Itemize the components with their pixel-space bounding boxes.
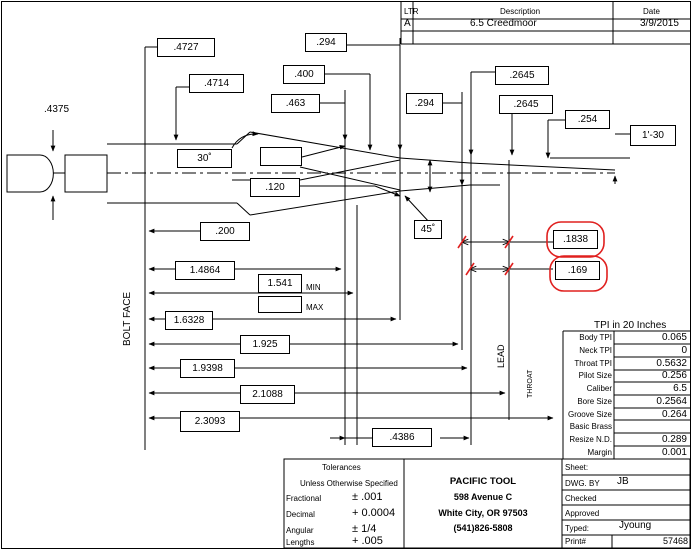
rev-description: 6.5 Creedmoor: [470, 18, 537, 29]
tolerance-row-value: ± .001: [352, 491, 383, 503]
dim-294-top: .294: [305, 33, 347, 52]
dim-14864: 1.4864: [175, 261, 235, 280]
dim-30deg: 30˚: [177, 149, 232, 168]
approved-label: Approved: [565, 509, 600, 518]
max-label: MAX: [306, 303, 324, 312]
print-value: 57468: [662, 536, 688, 546]
dim-4375: .4375: [44, 104, 70, 115]
tpi-row-value: 0.264: [661, 409, 687, 420]
dim-463: .463: [271, 94, 320, 113]
dim-21088: 2.1088: [240, 385, 295, 404]
dim-254: .254: [565, 110, 610, 129]
dim-294-mid: .294: [406, 93, 443, 114]
lead-label: LEAD: [496, 344, 506, 368]
dim-4714: .4714: [189, 74, 244, 93]
checked-label: Checked: [565, 494, 597, 503]
dim-23093: 2.3093: [180, 411, 240, 432]
tpi-title: TPI in 20 Inches: [594, 320, 667, 331]
tolerance-row-label: Decimal: [286, 510, 315, 519]
bolt-face-label: BOLT FACE: [122, 291, 133, 346]
company-city: White City, OR 97503: [438, 508, 528, 518]
dim-1838: .1838: [553, 230, 598, 249]
markup-ellipses: [457, 221, 608, 292]
tolerance-row-value: + 0.0004: [352, 507, 396, 519]
typed-label: Typed:: [565, 524, 590, 533]
dwg-by-label: DWG. BY: [565, 479, 600, 488]
dim-19398: 1.9398: [180, 359, 235, 378]
tolerance-row-value: + .005: [352, 535, 383, 547]
company-phone: (541)826-5808: [453, 523, 513, 533]
tpi-row-label: Pilot Size: [578, 371, 612, 380]
tolerances-title: Tolerances: [322, 463, 361, 472]
dim-4386: .4386: [372, 428, 432, 447]
dim-4727: .4727: [157, 38, 215, 57]
tolerance-row-label: Lengths: [286, 538, 315, 547]
rev-header-ltr: LTR: [404, 7, 419, 16]
rev-ltr: A: [404, 18, 411, 29]
tpi-row-label: Margin: [587, 448, 612, 457]
tpi-row-label: Throat TPI: [574, 359, 612, 368]
tolerance-row-label: Angular: [286, 526, 314, 535]
dim-16328: 1.6328: [165, 311, 213, 330]
tpi-row-label: Body TPI: [579, 333, 612, 342]
tpi-row-value: 6.5: [673, 383, 687, 394]
company-address: 598 Avenue C: [453, 492, 513, 502]
tpi-row-value: 0.256: [661, 370, 687, 381]
typed-value: Jyoung: [619, 520, 652, 531]
rev-header-date: Date: [643, 7, 660, 16]
company-name: PACIFIC TOOL: [449, 476, 517, 487]
tpi-row-value: 0.065: [661, 332, 687, 343]
rev-date: 3/9/2015: [640, 18, 679, 29]
dim-2645-mid: .2645: [499, 95, 553, 114]
dim-169: .169: [555, 261, 600, 280]
rev-header-description: Description: [500, 7, 541, 16]
tolerance-row-label: Fractional: [286, 494, 322, 503]
throat-label: THROAT: [527, 369, 534, 398]
tpi-row-label: Basic Brass: [569, 422, 612, 431]
tpi-row-label: Neck TPI: [579, 346, 612, 355]
dwg-by-value: JB: [617, 476, 629, 487]
tpi-row-label: Resize N.D.: [569, 435, 612, 444]
tpi-row-value: 0.5632: [656, 358, 687, 369]
dim-1925: 1.925: [240, 335, 290, 354]
dim-45deg: 45˚: [414, 220, 442, 239]
tpi-row-value: 0.2564: [656, 396, 687, 407]
min-label: MIN: [306, 283, 321, 292]
tpi-row-value: 0: [681, 345, 687, 356]
tpi-row-label: Groove Size: [567, 410, 612, 419]
dim-120: .120: [250, 178, 300, 197]
tpi-row-label: Caliber: [586, 384, 612, 393]
dim-blank-max: [258, 296, 302, 313]
sheet-label: Sheet:: [565, 463, 589, 472]
tpi-row-value: 0.289: [661, 434, 687, 445]
dim-2645-top: .2645: [495, 66, 549, 85]
dim-200: .200: [200, 222, 250, 241]
tpi-row-label: Bore Size: [577, 397, 612, 406]
dim-400: .400: [283, 65, 325, 84]
tolerances-subtitle: Unless Otherwise Specified: [300, 479, 398, 488]
tolerance-row-value: ± 1/4: [352, 523, 377, 535]
dim-blank-neck: [260, 147, 302, 166]
dim-1541: 1.541: [258, 274, 302, 293]
dim-taper: 1'-30: [630, 125, 676, 146]
tpi-row-value: 0.001: [661, 447, 687, 458]
print-label: Print#: [565, 537, 586, 546]
